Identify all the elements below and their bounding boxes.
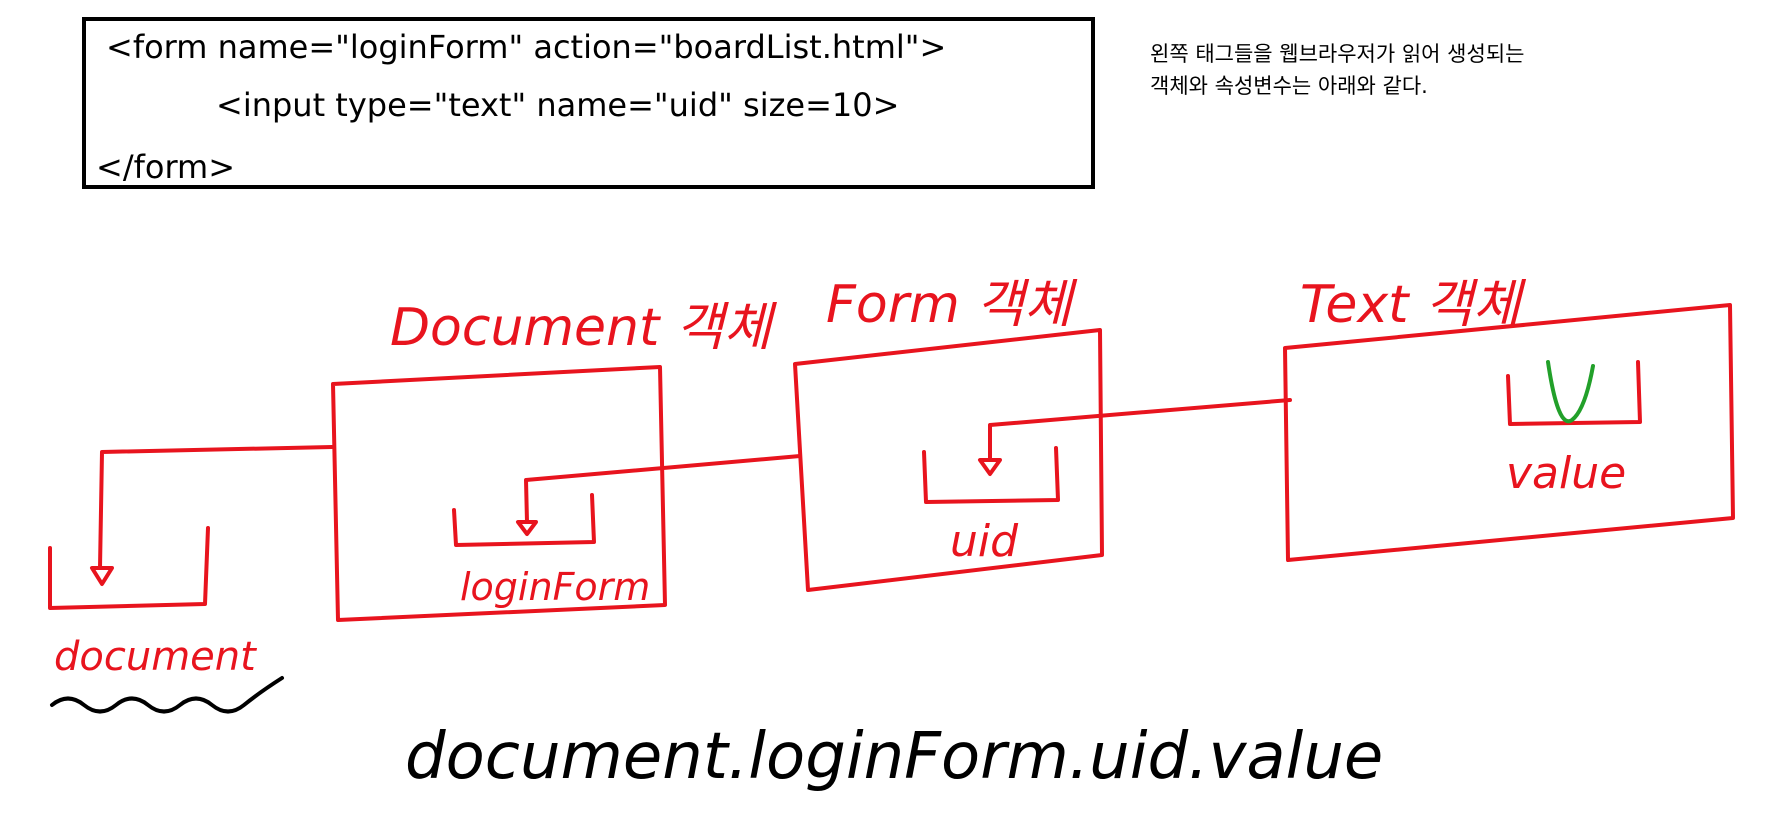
code-snippet-box: <form name="loginForm" action="boardList… bbox=[82, 17, 1095, 189]
value-mark bbox=[1546, 360, 1595, 424]
document-variable-label: document bbox=[54, 634, 257, 680]
code-line-form-close: </form> bbox=[96, 148, 236, 186]
loginform-reference-arrowhead bbox=[516, 520, 538, 536]
document-reference-arrowhead bbox=[90, 566, 114, 586]
form-object-box bbox=[793, 328, 1104, 592]
uid-reference-arrow bbox=[988, 398, 1292, 462]
access-expression: document.loginForm.uid.value bbox=[405, 720, 1383, 794]
uid-reference-arrowhead bbox=[978, 458, 1002, 476]
loginform-slot bbox=[452, 493, 596, 547]
text-object-box bbox=[1283, 303, 1735, 562]
document-variable-slot bbox=[48, 526, 210, 610]
code-line-input: <input type="text" name="uid" size=10> bbox=[216, 86, 900, 124]
document-object-box bbox=[331, 365, 667, 622]
loginform-field-label: loginForm bbox=[460, 565, 650, 609]
code-line-form-open: <form name="loginForm" action="boardList… bbox=[106, 28, 947, 66]
explanation-note-line-2: 객체와 속성변수는 아래와 같다. bbox=[1150, 74, 1428, 98]
value-field-label: value bbox=[1506, 448, 1626, 499]
uid-field-label: uid bbox=[950, 516, 1019, 567]
explanation-note-line-1: 왼쪽 태그들을 웹브라우저가 읽어 생성되는 bbox=[1150, 42, 1525, 66]
text-object-title: Text 객체 bbox=[1300, 275, 1527, 335]
uid-slot bbox=[922, 446, 1060, 504]
document-object-title: Document 객체 bbox=[390, 298, 778, 358]
document-reference-arrow bbox=[98, 445, 334, 570]
form-object-title: Form 객체 bbox=[826, 275, 1078, 335]
value-slot bbox=[1506, 360, 1642, 426]
loginform-reference-arrow bbox=[524, 454, 802, 524]
document-underline-squiggle bbox=[50, 676, 284, 714]
